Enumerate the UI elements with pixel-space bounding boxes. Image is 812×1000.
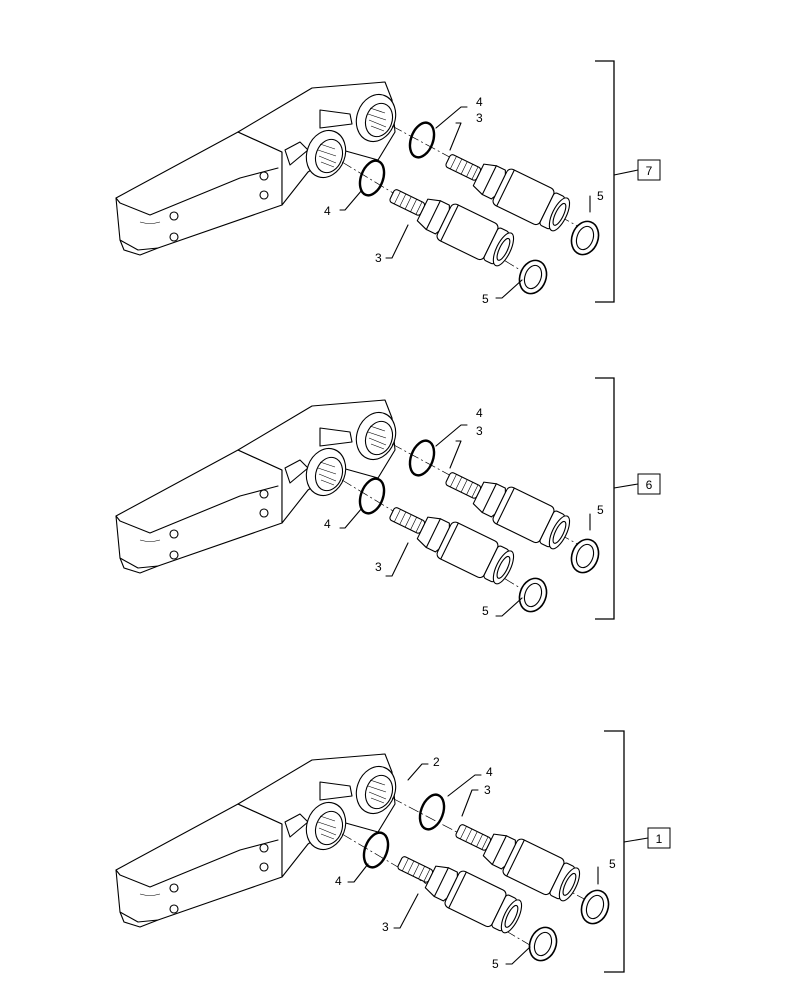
callout-label: 3 (375, 251, 382, 265)
callout-label: 2 (433, 755, 440, 769)
assembly-7: 4 3 4 3 5 5 7 (115, 60, 661, 306)
assembly-number: 6 (646, 478, 653, 492)
seal-ring (576, 885, 614, 929)
o-ring (358, 828, 394, 872)
callout-label: 4 (476, 406, 483, 420)
seal-ring (524, 922, 562, 966)
assembly-number-box (647, 827, 671, 849)
callout-label: 4 (335, 874, 342, 888)
callout-label: 5 (597, 189, 604, 203)
callout-label: 3 (375, 560, 382, 574)
assembly-bracket (595, 60, 615, 303)
assembly-number-box (637, 473, 661, 495)
seal-ring (514, 573, 552, 617)
bracket (115, 399, 403, 574)
o-ring (404, 436, 440, 480)
callout-label: 3 (476, 111, 483, 125)
assembly-number: 1 (656, 832, 663, 846)
assembly-6: 4 3 4 3 5 5 6 (115, 377, 661, 620)
callout-label: 4 (486, 765, 493, 779)
o-ring (414, 790, 450, 834)
callout-label: 3 (484, 783, 491, 797)
bracket (115, 81, 403, 256)
callout-label: 4 (476, 95, 483, 109)
callout-label: 5 (597, 503, 604, 517)
bracket (115, 753, 403, 928)
callout-label: 5 (609, 857, 616, 871)
callout-label: 5 (482, 292, 489, 306)
o-ring (404, 118, 440, 162)
callout-label: 5 (482, 604, 489, 618)
callout-label: 5 (492, 957, 499, 971)
assembly-number: 7 (646, 164, 653, 178)
seal-ring (566, 534, 604, 578)
assembly-number-box (637, 159, 661, 181)
callout-label: 4 (324, 204, 331, 218)
callout-label: 3 (382, 920, 389, 934)
assembly-1: 2 4 3 4 3 5 5 1 (115, 730, 671, 973)
callout-label: 4 (324, 517, 331, 531)
callout-label: 3 (476, 424, 483, 438)
seal-ring (566, 216, 604, 260)
assembly-bracket (595, 377, 615, 620)
assembly-bracket (604, 730, 625, 973)
seal-ring (514, 255, 552, 299)
